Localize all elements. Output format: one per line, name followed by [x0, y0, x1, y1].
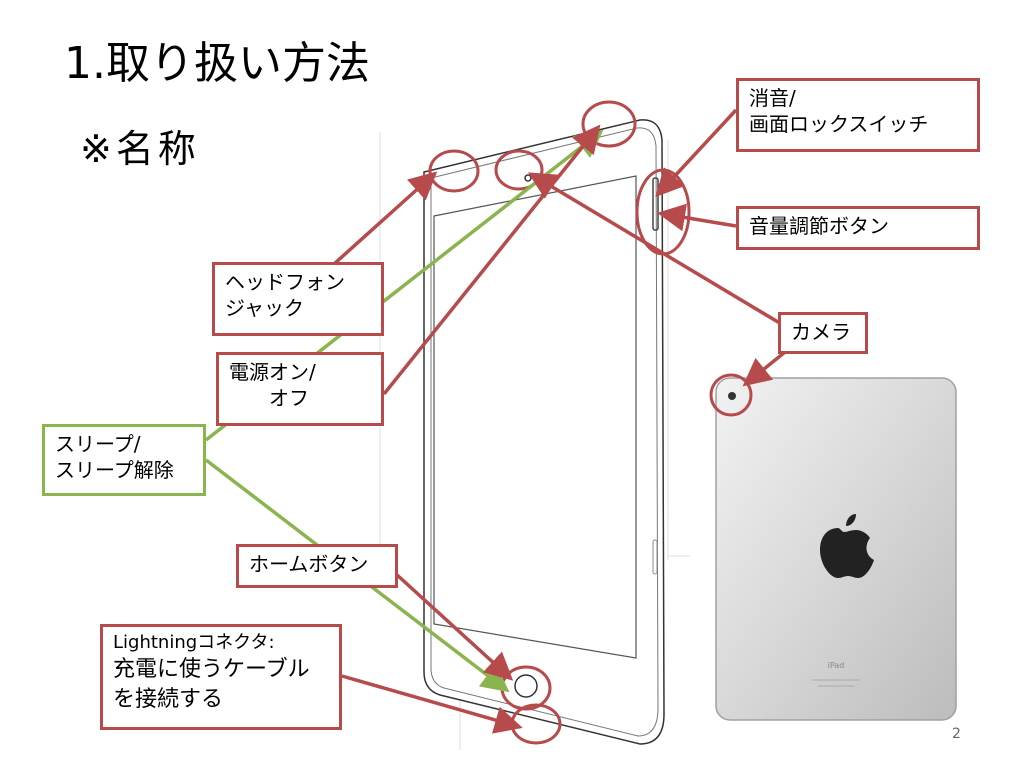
- page-subtitle: ※名称: [80, 127, 200, 171]
- lightning-connector-desc: 充電に使うケーブル を接続する: [113, 657, 310, 712]
- lightning-connector-title: Lightningコネクタ:: [113, 632, 275, 653]
- volume-buttons-icon: [652, 177, 659, 231]
- ipad-back-model-text: iPad: [828, 661, 845, 670]
- lightning-connector-label: Lightningコネクタ: 充電に使うケーブル を接続する: [100, 624, 342, 730]
- page-title: 1.取り扱い方法: [64, 38, 370, 89]
- headphone-jack-label: ヘッドフォン ジャック: [212, 262, 384, 336]
- guide-lines: [379, 132, 690, 750]
- callout-arrows: [332, 108, 792, 734]
- mute-lock-switch-label: 消音/ 画面ロックスイッチ: [736, 78, 980, 152]
- sleep-wake-label: スリープ/ スリープ解除: [42, 424, 206, 496]
- home-button-icon: [514, 674, 538, 698]
- apple-logo-icon: [820, 514, 874, 578]
- volume-button-label: 音量調節ボタン: [736, 206, 980, 250]
- camera-label: カメラ: [778, 312, 868, 354]
- rear-camera-icon: [728, 392, 736, 400]
- home-button-label: ホームボタン: [236, 544, 398, 588]
- front-camera-icon: [524, 174, 532, 182]
- ipad-back-image: iPad: [715, 377, 957, 721]
- page-number: 2: [952, 726, 961, 742]
- ipad-front-drawing: [423, 119, 665, 745]
- power-button-label: 電源オン/ オフ: [216, 352, 384, 426]
